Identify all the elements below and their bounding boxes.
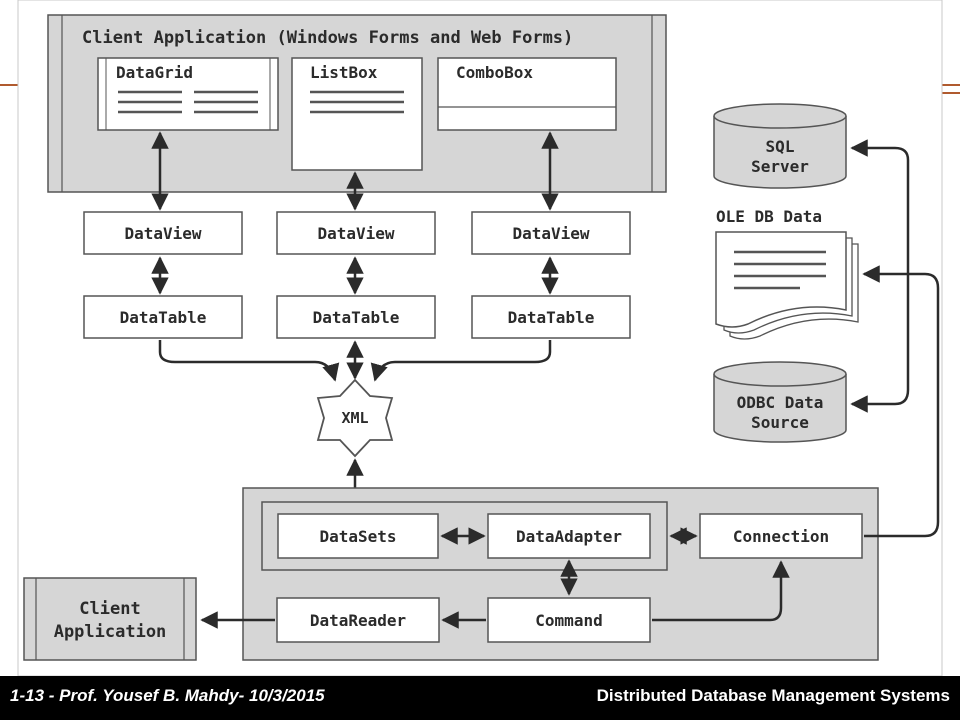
oledb-label: OLE DB Data [716, 207, 822, 226]
oledb-document-icon [715, 231, 859, 340]
datatable-label-3: DataTable [508, 308, 595, 327]
client-app-title: Client Application (Windows Forms and We… [82, 28, 573, 48]
ado-net-architecture-diagram: Client Application (Windows Forms and We… [17, 0, 943, 676]
connection-box [699, 513, 863, 559]
client-app-bottom-box [23, 577, 197, 661]
datagrid-control [97, 57, 279, 131]
title-accent-line-right [940, 84, 960, 86]
dataview-label-2: DataView [317, 224, 394, 243]
footer-course-title: Distributed Database Management Systems [596, 686, 950, 705]
datatable-box-3 [471, 295, 631, 339]
datasets-box [277, 513, 439, 559]
listbox-rows [310, 90, 404, 114]
datareader-box [276, 597, 440, 643]
title-accent-line-right-2 [940, 92, 960, 94]
connection-label: Connection [733, 527, 829, 546]
datatable-box-2 [276, 295, 436, 339]
dataadapter-label: DataAdapter [516, 527, 622, 546]
dataview-label-1: DataView [124, 224, 201, 243]
odbc-cylinder: ODBC Data Source [713, 361, 847, 443]
dataview-label-3: DataView [512, 224, 589, 243]
footer-author-date: 1-13 - Prof. Yousef B. Mahdy- 10/3/2015 [10, 686, 325, 705]
sql-server-cylinder: SQL Server [713, 103, 847, 189]
datatable-row: DataTable DataTable DataTable [83, 295, 631, 339]
command-label: Command [535, 611, 602, 630]
listbox-control [291, 57, 423, 171]
datagrid-rows [118, 90, 258, 114]
listbox-label: ListBox [310, 63, 378, 82]
dataview-row: DataView DataView DataView [83, 211, 631, 255]
title-accent-line-left [0, 84, 22, 86]
combobox-label: ComboBox [456, 63, 533, 82]
footer-bar: 1-13 - Prof. Yousef B. Mahdy- 10/3/2015 … [0, 676, 960, 720]
datatable-box-1 [83, 295, 243, 339]
client-app-bottom-line2: Application [54, 622, 167, 642]
datagrid-label: DataGrid [116, 63, 193, 82]
odbc-label-1: ODBC Data [737, 393, 824, 412]
dataview-box-1 [83, 211, 243, 255]
sql-label-2: Server [751, 157, 809, 176]
xml-label: XML [341, 409, 368, 427]
datatable-label-2: DataTable [313, 308, 400, 327]
combobox-control [437, 57, 617, 131]
command-box [487, 597, 651, 643]
datareader-label: DataReader [310, 611, 406, 630]
xml-shape [316, 378, 394, 458]
datasets-label: DataSets [319, 527, 396, 546]
sql-label-1: SQL [766, 137, 795, 156]
client-app-bottom-line1: Client [79, 599, 140, 619]
datatable-label-1: DataTable [120, 308, 207, 327]
dataview-box-3 [471, 211, 631, 255]
odbc-label-2: Source [751, 413, 809, 432]
dataview-box-2 [276, 211, 436, 255]
dataadapter-box [487, 513, 651, 559]
